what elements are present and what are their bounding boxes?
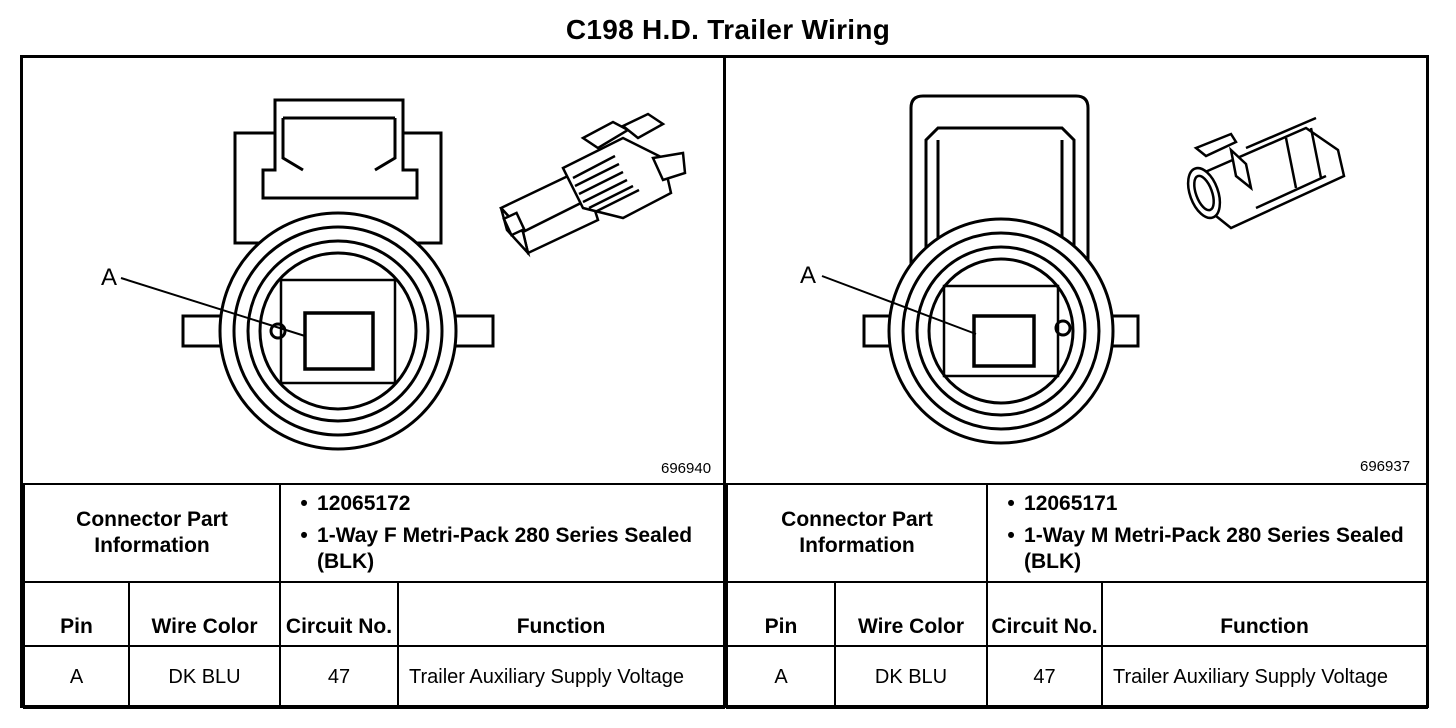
connector-table-male: Connector Part Information •12065171 •1-… (725, 483, 1429, 709)
header-wire-color: Wire Color (833, 581, 989, 647)
page-title: C198 H.D. Trailer Wiring (565, 14, 891, 45)
part-info: •12065172 •1-Way F Metri-Pack 280 Series… (279, 483, 726, 583)
header-pin: Pin (726, 581, 836, 647)
cell-pin: A (726, 645, 836, 709)
connector-panel-male: A 696937 Connector Part Information •120… (723, 55, 1429, 709)
connector-outer-ring (218, 211, 458, 451)
figure-id: 696937 (1360, 458, 1411, 475)
part-number: 12065171 (1024, 492, 1118, 515)
connector-latch (261, 98, 419, 200)
part-info: •12065171 •1-Way M Metri-Pack 280 Series… (986, 483, 1429, 583)
table-row: A DK BLU 47 Trailer Auxiliary Supply Vol… (726, 645, 1429, 709)
table-row: A DK BLU 47 Trailer Auxiliary Supply Vol… (23, 645, 726, 709)
part-description: 1-Way F Metri-Pack 280 Series Sealed (BL… (317, 524, 693, 573)
cell-wire-color: DK BLU (127, 645, 282, 709)
connector-table-female: Connector Part Information •12065172 •1-… (22, 483, 726, 709)
callout-a-label: A (101, 264, 117, 291)
male-connector-iso-view (1186, 116, 1346, 230)
cell-circuit-no: 47 (279, 645, 400, 709)
connector-panel-female: A 696940 Connector Part Information •120… (20, 55, 726, 709)
connector-outer-ring (887, 217, 1115, 445)
cpi-label: Connector Part Information (22, 483, 282, 583)
header-circuit-no: Circuit No. (986, 581, 1104, 647)
part-description: 1-Way M Metri-Pack 280 Series Sealed (BL… (1024, 524, 1404, 573)
part-number: 12065172 (317, 492, 411, 515)
terminal-cavity-a (972, 314, 1036, 368)
cell-wire-color: DK BLU (833, 645, 989, 709)
female-connector-face-diagram: A (101, 98, 687, 451)
figure-id: 696940 (661, 460, 712, 477)
header-function: Function (1101, 581, 1429, 647)
header-circuit-no: Circuit No. (279, 581, 400, 647)
callout-a-label: A (800, 262, 816, 289)
header-wire-color: Wire Color (127, 581, 282, 647)
cell-circuit-no: 47 (986, 645, 1104, 709)
cell-function: Trailer Auxiliary Supply Voltage (1101, 645, 1429, 709)
female-connector-iso-view (498, 112, 687, 258)
header-pin: Pin (23, 581, 130, 647)
cell-pin: A (23, 645, 130, 709)
cell-function: Trailer Auxiliary Supply Voltage (397, 645, 726, 709)
terminal-cavity-a (303, 311, 375, 371)
male-connector-face-diagram: A (800, 94, 1346, 445)
header-function: Function (397, 581, 726, 647)
cpi-label: Connector Part Information (725, 483, 989, 583)
